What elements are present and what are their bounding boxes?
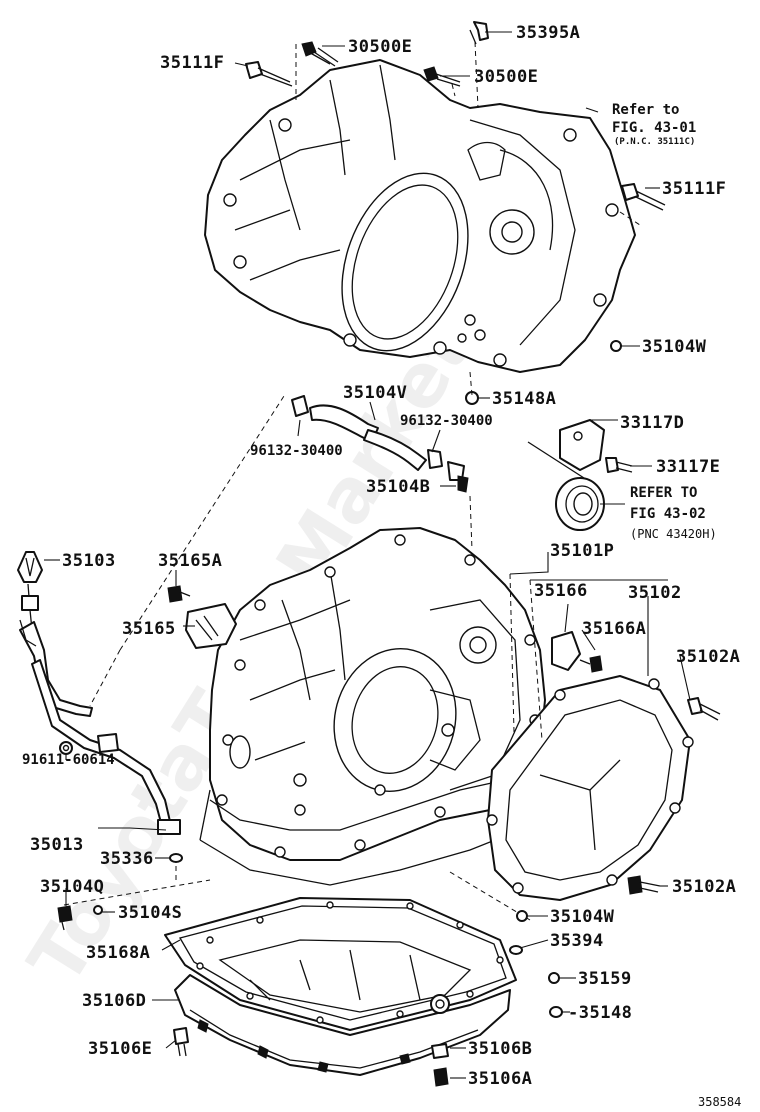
label-35106e: 35106E — [88, 1039, 152, 1059]
side-cover-35102 — [486, 675, 694, 901]
plug-35104s-icon — [93, 905, 103, 915]
oil-pan-gasket-35168a — [164, 897, 517, 1031]
dashed-guide-4 — [619, 211, 641, 226]
plug-35394-icon — [509, 945, 523, 955]
label-35395a: 35395A — [516, 23, 580, 43]
label-35102a-a: 35102A — [676, 647, 740, 667]
oil-pan-35106d — [174, 939, 511, 1076]
bolt-35104q-icon — [57, 905, 73, 931]
reference-note-fig-43-02: REFER TO FIG 43-02 (PNC 43420H) — [630, 485, 717, 541]
breather-hose-35104v — [291, 395, 469, 493]
label-33117e: 33117E — [656, 457, 720, 477]
label-35148: -35148 — [568, 1003, 632, 1023]
label-96132-b: 96132-30400 — [400, 413, 493, 429]
label-35104q: 35104Q — [40, 877, 104, 897]
dashed-guide-5 — [469, 371, 473, 396]
bolt-35111f-a-icon — [245, 61, 293, 87]
plate-35166 — [551, 631, 581, 671]
label-35106d: 35106D — [82, 991, 146, 1011]
label-35148a: 35148A — [492, 389, 556, 409]
note-refer1-line3: (P.N.C. 35111C) — [614, 137, 695, 147]
note-refer2-line2: FIG 43-02 — [630, 506, 706, 522]
oil-seal-33117d-assy — [527, 419, 633, 479]
label-35336: 35336 — [100, 849, 154, 869]
bolt-35106e-icon — [173, 1027, 189, 1057]
label-35106b: 35106B — [468, 1039, 532, 1059]
label-33117d: 33117D — [620, 413, 684, 433]
bolt-30500e-b-icon — [423, 66, 461, 87]
gasket-35148-icon — [549, 1006, 563, 1018]
gasket-35159-icon — [548, 972, 560, 984]
magnet-35106b-icon — [431, 1043, 449, 1059]
drain-plug-35106a-icon — [433, 1067, 449, 1087]
bolt-35102a-b-icon — [627, 875, 661, 895]
plug-35104w-b-icon — [516, 910, 528, 922]
dashed-guide-13 — [63, 879, 211, 906]
label-35102: 35102 — [628, 583, 682, 603]
label-30500e-b: 30500E — [474, 67, 538, 87]
dashed-guide-11 — [449, 871, 531, 921]
label-35168a: 35168A — [86, 943, 150, 963]
bolt-35166a-icon — [579, 655, 603, 673]
label-35101p: 35101P — [550, 541, 614, 561]
label-35103: 35103 — [62, 551, 116, 571]
note-refer2-line3: (PNC 43420H) — [630, 527, 717, 541]
dashed-guide-7 — [89, 649, 121, 707]
transaxle-case-main — [199, 527, 546, 886]
note-refer2-line1: REFER TO — [630, 485, 697, 501]
label-35394: 35394 — [550, 931, 604, 951]
label-35165a: 35165A — [158, 551, 222, 571]
label-35106a: 35106A — [468, 1069, 532, 1089]
dipstick-tube-35013 — [19, 619, 181, 835]
reference-note-fig-43-01: Refer to FIG. 43-01 (P.N.C. 35111C) — [612, 102, 696, 147]
note-refer1-line1: Refer to — [612, 102, 679, 118]
clamp-91611-icon — [59, 741, 73, 755]
label-96132-a: 96132-30400 — [250, 443, 343, 459]
label-35104s: 35104S — [118, 903, 182, 923]
label-35102a-b: 35102A — [672, 877, 736, 897]
oil-seal-35101p — [555, 477, 605, 531]
label-35104b: 35104B — [366, 477, 430, 497]
label-91611: 91611-60614 — [22, 752, 115, 768]
note-refer1-line2: FIG. 43-01 — [612, 120, 696, 136]
label-35104v: 35104V — [343, 383, 407, 403]
label-35166a: 35166A — [582, 619, 646, 639]
bolt-35102a-a-icon — [687, 697, 721, 721]
o-ring-35336-icon — [169, 853, 183, 863]
bolt-35165a-icon — [167, 585, 191, 603]
dipstick-35103 — [17, 551, 43, 631]
bolt-35111f-b-icon — [621, 183, 666, 211]
label-30500e-a: 30500E — [348, 37, 412, 57]
label-35013: 35013 — [30, 835, 84, 855]
diagram-reference-number: 358584 — [698, 1095, 741, 1109]
label-35159: 35159 — [578, 969, 632, 989]
label-35111f-b: 35111F — [662, 179, 726, 199]
label-35104w-a: 35104W — [642, 337, 707, 357]
label-35111f-a: 35111F — [160, 53, 224, 73]
plug-35104w-a-icon — [610, 340, 622, 352]
label-35166: 35166 — [534, 581, 588, 601]
label-35104w-b: 35104W — [550, 907, 615, 927]
bolt-30500e-a-icon — [301, 41, 339, 67]
transaxle-housing-upper — [204, 59, 636, 373]
part-labels: 30500E 35395A 35111F 30500E 35111F 35104… — [22, 23, 740, 1089]
clip-35395a-icon — [469, 21, 489, 45]
leader-lines — [44, 31, 691, 1079]
dashed-guide-10 — [469, 495, 473, 551]
baffle-plate-35165 — [185, 603, 237, 649]
label-35165: 35165 — [122, 619, 176, 639]
dashed-guide-3 — [451, 83, 456, 97]
dashed-guide-2 — [474, 41, 479, 109]
